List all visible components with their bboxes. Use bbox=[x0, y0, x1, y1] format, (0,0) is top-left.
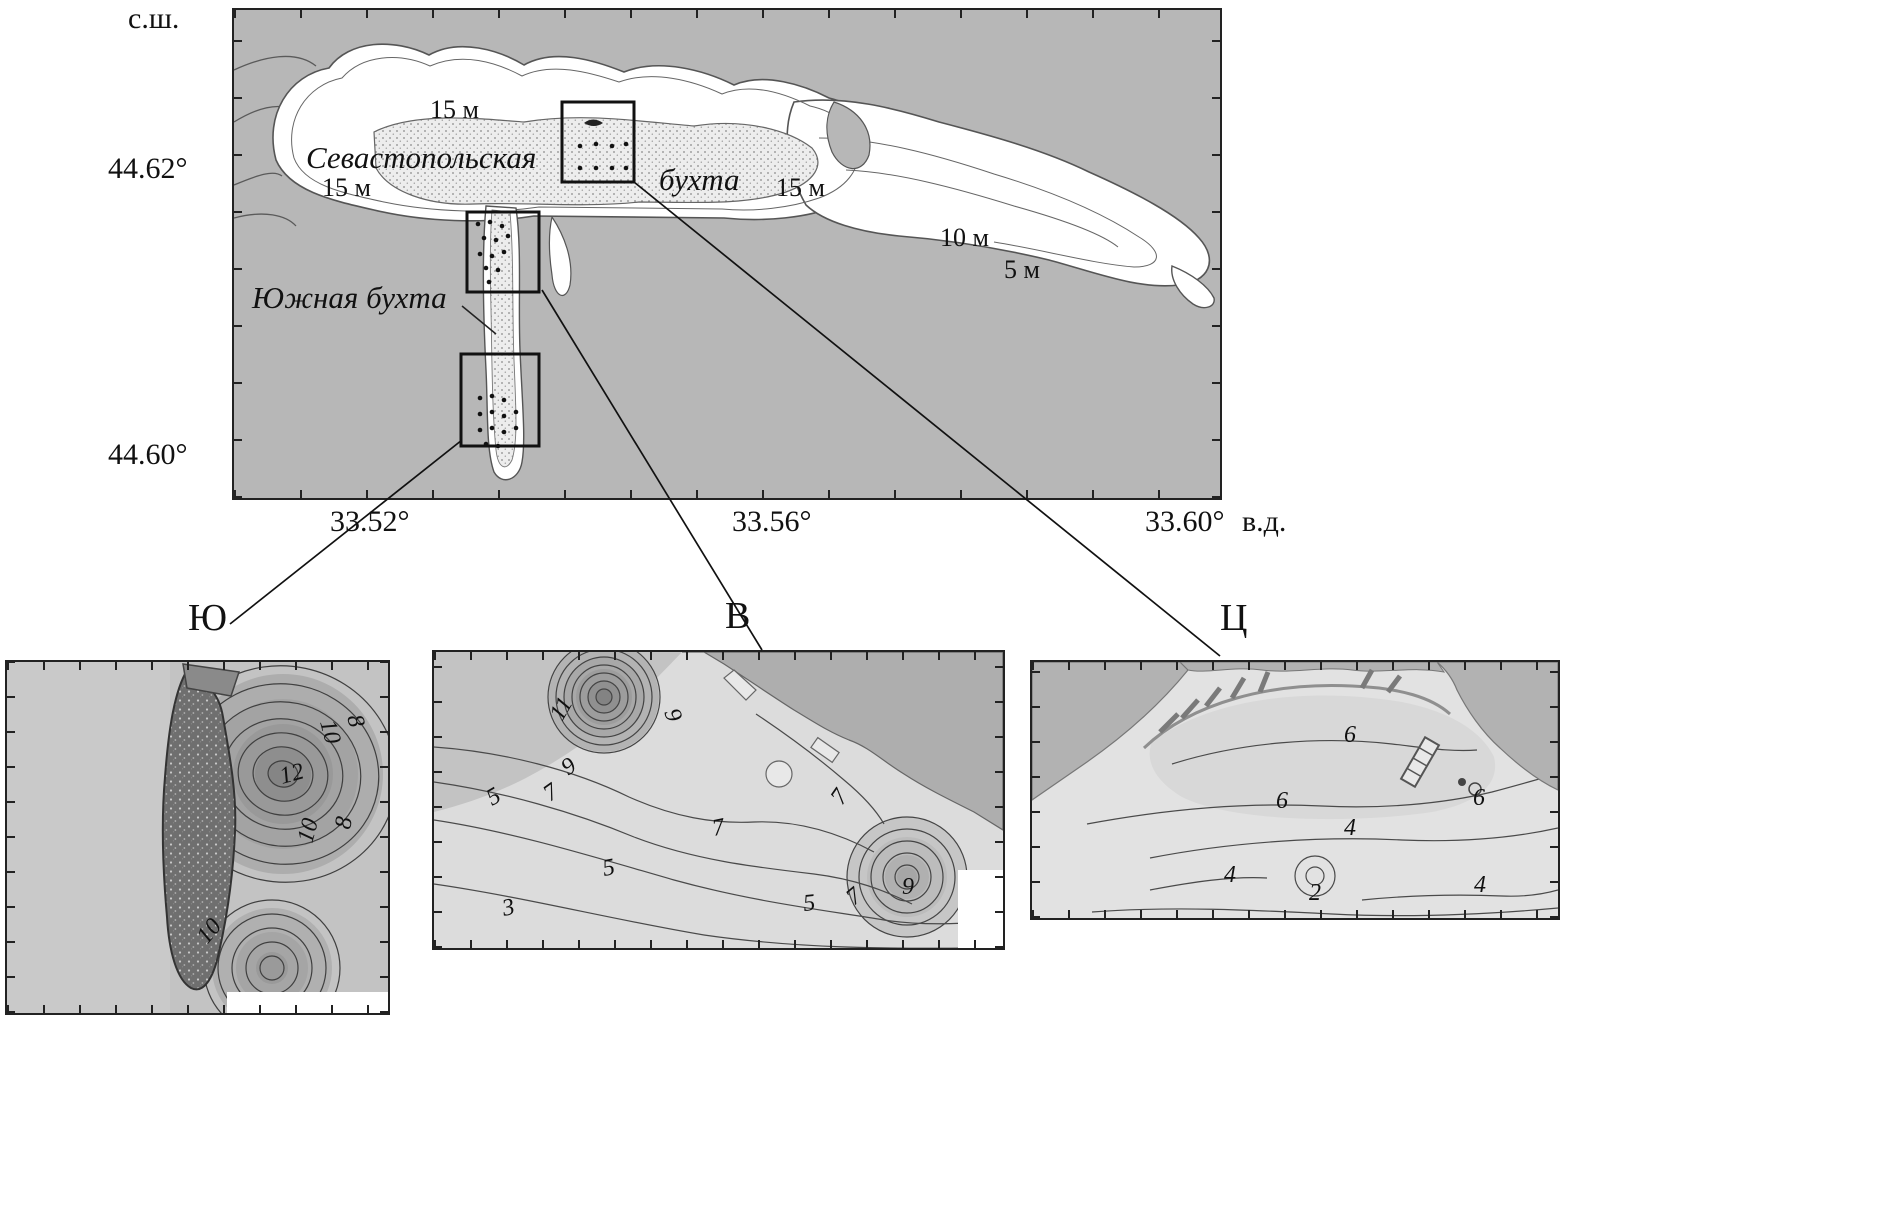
contour-peak-bottomright bbox=[846, 816, 968, 938]
harbour-mole-arc bbox=[1142, 684, 1451, 750]
panel-south-detail: 8 10 12 10 8 10 bbox=[5, 660, 390, 1015]
contour-label: 4 bbox=[1224, 862, 1236, 888]
sample-area-rect-east bbox=[465, 210, 541, 294]
ship-icon bbox=[584, 119, 603, 126]
round-basin bbox=[765, 760, 793, 788]
pier-structure bbox=[723, 669, 757, 701]
peninsula-tongue bbox=[826, 101, 871, 170]
buoy-ring bbox=[1468, 782, 1482, 796]
contour-label: 9 bbox=[902, 874, 914, 900]
panel-south-land bbox=[7, 662, 170, 1013]
lat-unit-label: с.ш. bbox=[128, 2, 180, 35]
overview-map-canvas: 15 м Севастопольская 15 м бухта 15 м 10 … bbox=[234, 10, 1220, 498]
depth-label-10m: 10 м bbox=[940, 223, 989, 252]
lat-tick-label-4462: 44.62° bbox=[108, 152, 188, 185]
contour-label: 6 bbox=[1473, 785, 1485, 811]
bay-name-yuzhnaya: Южная бухта bbox=[251, 280, 447, 315]
contour-label: 4 bbox=[1344, 815, 1356, 841]
lat-tick-label-4460: 44.60° bbox=[108, 438, 188, 471]
contour-label: 6 bbox=[1276, 788, 1288, 814]
depth-label-15m-mid: 15 м bbox=[776, 173, 825, 202]
panel-east-land bbox=[682, 652, 1003, 831]
panel-center-canvas: 6 6 4 4 2 4 6 bbox=[1032, 662, 1558, 918]
depth-label-15m-top: 15 м bbox=[430, 95, 479, 124]
panel-label-south: Ю bbox=[188, 597, 228, 639]
contour-label: 3 bbox=[499, 894, 517, 922]
panel-south-white-strip bbox=[227, 992, 388, 1013]
bay-name-sevastopolskaya: Севастопольская bbox=[306, 140, 536, 175]
contour-peak-upper bbox=[168, 665, 388, 883]
panel-label-center: Ц bbox=[1220, 597, 1248, 639]
contour-label: 8 bbox=[330, 815, 358, 831]
contour-peak-topleft bbox=[547, 652, 661, 754]
contour-label: 2 bbox=[1309, 880, 1321, 906]
sample-area-rect-center bbox=[560, 100, 636, 184]
ship-outline bbox=[1399, 735, 1441, 789]
contour-label: 5 bbox=[802, 890, 817, 917]
harbour-basin-shade bbox=[1149, 695, 1496, 820]
depth-label-15m-left: 15 м bbox=[322, 173, 371, 202]
contour-label: 5 bbox=[601, 854, 617, 882]
bay-name-bukhta: бухта bbox=[659, 162, 740, 197]
lon-tick-unit-group: 33.60° в.д. bbox=[1145, 505, 1286, 539]
depth-label-5m: 5 м bbox=[1004, 255, 1040, 284]
lon-tick-label-3360: 33.60° bbox=[1145, 505, 1225, 538]
south-bay-leader-line bbox=[461, 305, 497, 335]
isolines-center-panel bbox=[1086, 740, 1558, 917]
lon-tick-label-3356: 33.56° bbox=[732, 505, 812, 538]
panel-south-canvas: 8 10 12 10 8 10 bbox=[7, 662, 388, 1013]
south-bay-stippled bbox=[489, 209, 517, 468]
contour-label: 4 bbox=[1474, 872, 1486, 898]
panel-center-land-right bbox=[1436, 662, 1558, 791]
pier-bars bbox=[1158, 668, 1402, 734]
buoy-dot bbox=[1458, 778, 1466, 786]
panel-east-canvas: 11 9 9 5 7 7 5 3 5 7 9 7 bbox=[434, 652, 1003, 948]
lon-tick-label-3352: 33.52° bbox=[330, 505, 410, 538]
overview-map: 15 м Севастопольская 15 м бухта 15 м 10 … bbox=[232, 8, 1222, 500]
dock-structure bbox=[810, 736, 840, 764]
panel-label-east: В bbox=[725, 595, 751, 637]
contour-peak-lower bbox=[203, 899, 341, 1013]
panel-east-white-corner bbox=[958, 870, 1003, 948]
isolines-east-panel bbox=[434, 713, 1003, 948]
embankment-speckled bbox=[161, 672, 237, 991]
sampling-stations-dots bbox=[475, 141, 629, 449]
lon-unit-label: в.д. bbox=[1242, 505, 1287, 538]
panel-center-detail: 6 6 4 4 2 4 6 bbox=[1030, 660, 1560, 920]
contour-label: 6 bbox=[1344, 722, 1356, 748]
panel-east-detail: 11 9 9 5 7 7 5 3 5 7 9 7 bbox=[432, 650, 1005, 950]
